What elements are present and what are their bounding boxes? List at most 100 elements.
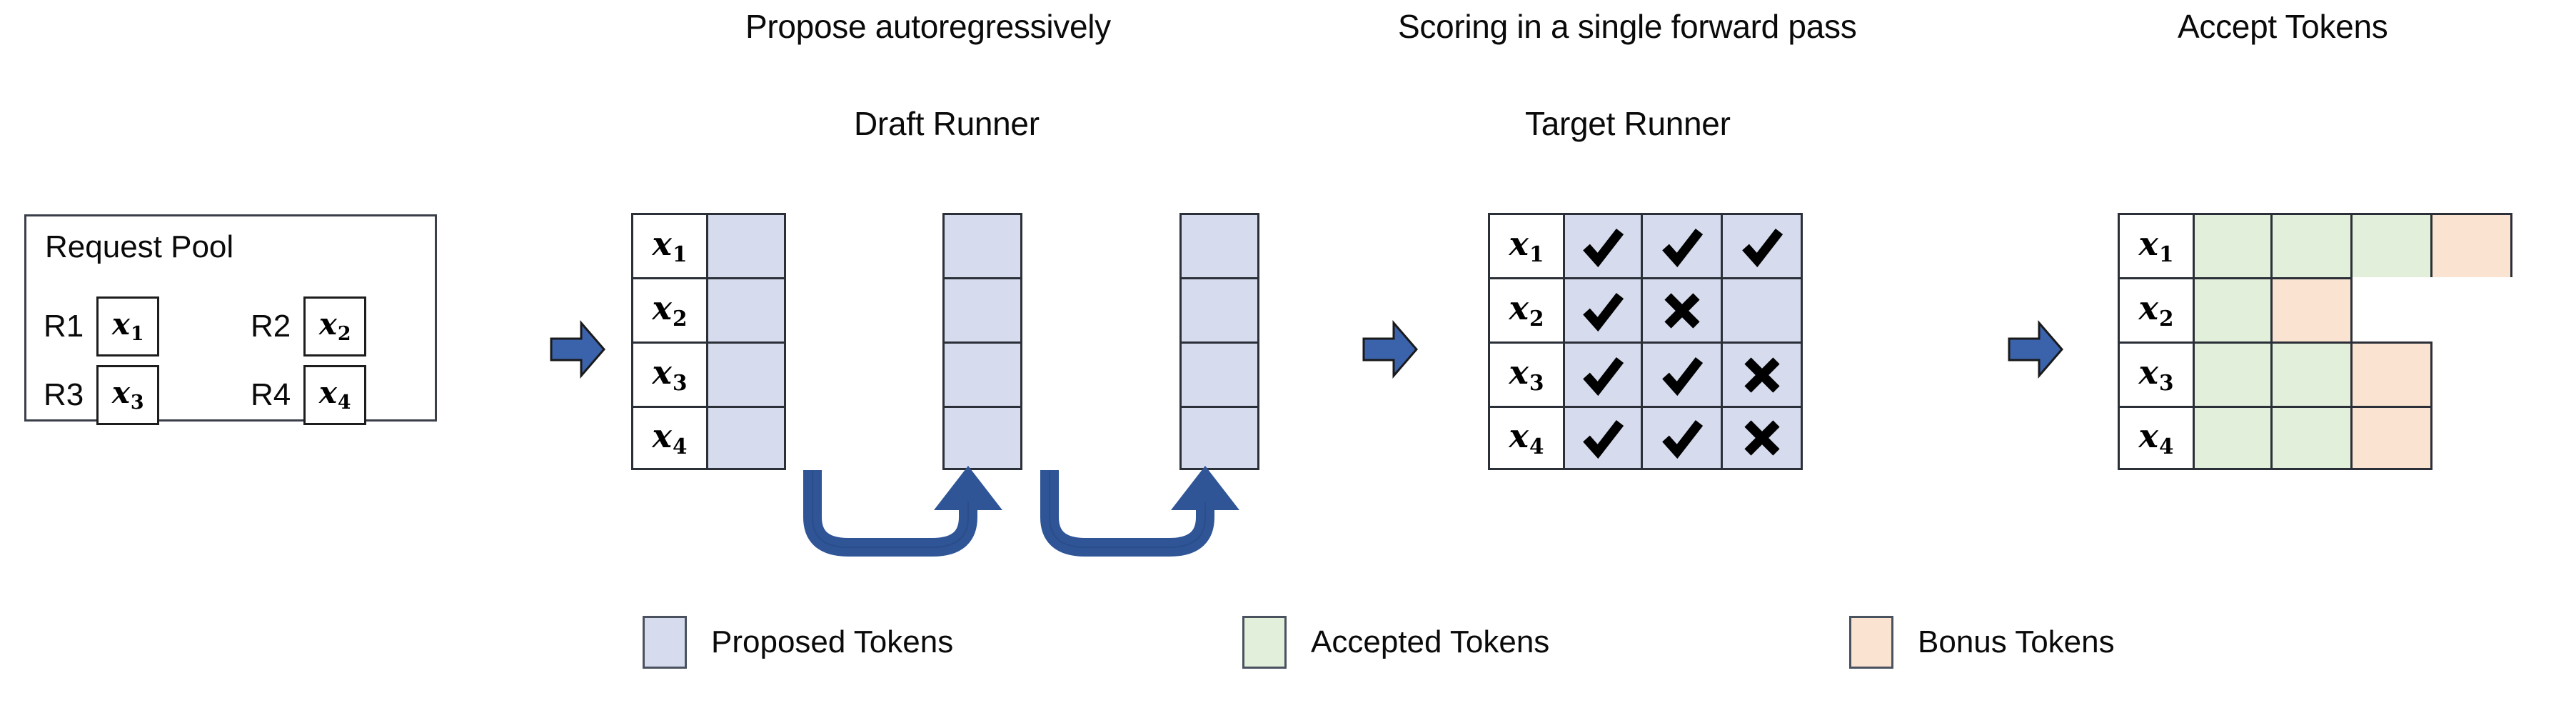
legend-swatch-accepted (1242, 616, 1287, 669)
accept-row-x4 (2193, 406, 2512, 470)
accept-row-label-x4: x4 (2118, 406, 2195, 470)
request-label-r3: R3 (44, 377, 84, 412)
draft-runner-label-column: x1 x2 x3 x4 (631, 213, 708, 470)
draft-cell-s3-r1 (1179, 213, 1259, 277)
accept-cell-r3-c4-empty (2432, 341, 2512, 406)
accept-cell-r3-c1 (2193, 341, 2273, 406)
accept-row-label-x1: x1 (2118, 213, 2195, 277)
target-cell-r3-c1 (1563, 341, 1643, 406)
check-icon (1583, 420, 1624, 459)
accept-tokens-label-column: x1 x2 x3 x4 (2118, 213, 2195, 470)
check-icon (1583, 228, 1624, 267)
accept-cell-r1-c4 (2432, 213, 2512, 277)
legend-label-proposed: Proposed Tokens (711, 624, 954, 659)
cross-icon (1744, 357, 1780, 393)
draft-cell-s2-r2 (942, 277, 1022, 341)
accept-cell-r4-c3 (2353, 406, 2432, 470)
legend-item-bonus: Bonus Tokens (1849, 616, 2115, 669)
check-icon (1661, 420, 1703, 459)
block-arrow-target-to-accept (2008, 319, 2063, 379)
target-runner-matrix[interactable] (1563, 213, 1803, 470)
check-icon (1661, 357, 1703, 396)
draft-cell-s3-r4 (1179, 406, 1259, 470)
target-cell-r2-c1 (1563, 277, 1643, 341)
request-item-r2[interactable]: R2 x2 (251, 296, 367, 357)
check-icon (1583, 357, 1624, 396)
legend-item-accepted: Accepted Tokens (1242, 616, 1549, 669)
target-cell-r2-c3 (1723, 277, 1803, 341)
target-cell-r1-c3 (1723, 213, 1803, 277)
accept-cell-r2-c1 (2193, 277, 2273, 341)
draft-cell-s1-r1 (706, 213, 786, 277)
accept-row-x1 (2193, 213, 2512, 277)
target-matrix-column-3 (1723, 213, 1803, 470)
legend-label-bonus: Bonus Tokens (1918, 624, 2115, 659)
accept-cell-r4-c1 (2193, 406, 2273, 470)
draft-row-label-x3: x3 (631, 341, 708, 406)
block-arrow-pool-to-draft (550, 319, 605, 379)
accept-cell-r2-c3-empty (2353, 277, 2432, 341)
heading-target-runner: Target Runner (1525, 105, 1731, 142)
draft-cell-s1-r3 (706, 341, 786, 406)
target-cell-r4-c3 (1723, 406, 1803, 470)
loop-arrow-step1-to-step2 (793, 466, 1007, 577)
token-x2: x2 (318, 306, 351, 345)
target-runner-label-column: x1 x2 x3 x4 (1488, 213, 1565, 470)
cross-icon (1664, 292, 1700, 329)
draft-cell-s2-r4 (942, 406, 1022, 470)
token-x3: x3 (111, 374, 144, 414)
request-item-r4[interactable]: R4 x4 (251, 365, 367, 425)
legend-swatch-bonus (1849, 616, 1893, 669)
request-token-box-r2: x2 (303, 296, 367, 357)
request-item-r3[interactable]: R3 x3 (44, 365, 160, 425)
legend-label-accepted: Accepted Tokens (1311, 624, 1550, 659)
accept-row-x2 (2193, 277, 2512, 341)
request-label-r4: R4 (251, 377, 291, 412)
request-pool-title: Request Pool (45, 229, 234, 264)
request-item-r1[interactable]: R1 x1 (44, 296, 160, 357)
check-icon (1741, 228, 1783, 267)
heading-accept-tokens: Accept Tokens (2178, 8, 2388, 45)
accept-cell-r4-c4-empty (2432, 406, 2512, 470)
token-x4: x4 (318, 374, 351, 414)
draft-step-column-1[interactable] (706, 213, 786, 470)
draft-step-column-2[interactable] (942, 213, 1022, 470)
accept-row-label-x3: x3 (2118, 341, 2195, 406)
target-matrix-column-1 (1563, 213, 1643, 470)
accept-row-x3 (2193, 341, 2512, 406)
target-matrix-column-2 (1643, 213, 1723, 470)
request-pool-panel: Request Pool R1 x1 R2 x2 R3 x3 (24, 214, 437, 425)
check-icon (1583, 292, 1624, 331)
target-cell-r4-c2 (1643, 406, 1723, 470)
request-label-r1: R1 (44, 309, 84, 344)
target-row-label-x2: x2 (1488, 277, 1565, 341)
draft-row-label-x4: x4 (631, 406, 708, 470)
target-row-label-x3: x3 (1488, 341, 1565, 406)
target-row-label-x4: x4 (1488, 406, 1565, 470)
accept-row-label-x2: x2 (2118, 277, 2195, 341)
accept-cell-r1-c3 (2353, 213, 2432, 277)
block-arrow-draft-to-target (1362, 319, 1418, 379)
heading-draft-runner: Draft Runner (854, 105, 1040, 142)
target-row-label-x1: x1 (1488, 213, 1565, 277)
draft-cell-s3-r2 (1179, 277, 1259, 341)
request-label-r2: R2 (251, 309, 291, 344)
accept-tokens-grid[interactable] (2193, 213, 2512, 470)
accept-cell-r2-c2 (2273, 277, 2353, 341)
request-pool-row: R1 x1 R2 x2 (44, 296, 422, 362)
request-token-box-r1: x1 (96, 296, 160, 357)
target-cell-r1-c1 (1563, 213, 1643, 277)
check-icon (1661, 228, 1703, 267)
accept-cell-r3-c2 (2273, 341, 2353, 406)
draft-step-column-3[interactable] (1179, 213, 1259, 470)
token-x1: x1 (111, 306, 144, 345)
cross-icon (1744, 420, 1780, 456)
target-cell-r1-c2 (1643, 213, 1723, 277)
target-cell-r3-c2 (1643, 341, 1723, 406)
accept-cell-r1-c1 (2193, 213, 2273, 277)
draft-row-label-x1: x1 (631, 213, 708, 277)
accept-cell-r4-c2 (2273, 406, 2353, 470)
draft-cell-s2-r3 (942, 341, 1022, 406)
request-token-box-r4: x4 (303, 365, 367, 425)
